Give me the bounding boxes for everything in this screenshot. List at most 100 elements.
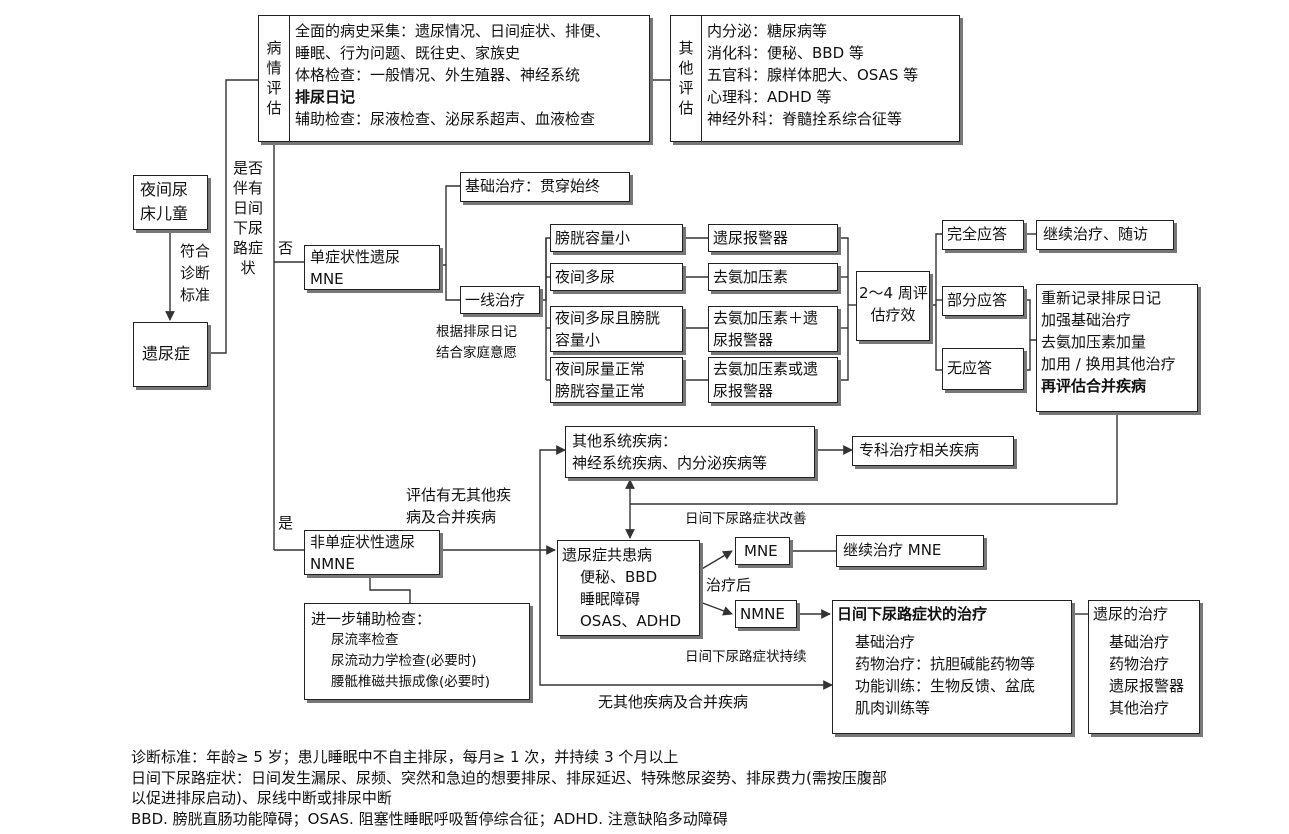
- enuresis-treatment-box: 遗尿的治疗 基础治疗 药物治疗 遗尿报警器 其他治疗: [1088, 600, 1200, 734]
- no-response-box: 无应答: [942, 348, 1024, 390]
- condition-3-text-2: 容量小: [555, 331, 601, 349]
- evaluate-label: 评估有无其他疾 病及合并疾病: [406, 484, 511, 528]
- criteria-label: 符合诊断标准: [179, 242, 210, 304]
- footnote-2: 日间下尿路症状：日间发生漏尿、尿频、突然和急迫的想要排尿、排尿延迟、特殊憋尿姿势…: [131, 768, 887, 787]
- lut-treatment-line-2: 药物治疗：抗胆碱能药物等: [855, 655, 1036, 673]
- other-eval-line-5: 神经外科：脊髓拴系综合征等: [707, 110, 903, 128]
- lut-treatment-line-1: 基础治疗: [855, 633, 916, 651]
- treatment-3-text-2: 尿报警器: [713, 331, 774, 349]
- re-record-box: 重新记录排尿日记 加强基础治疗 去氨加压素加量 加用 / 换用其他治疗 再评估合…: [1036, 284, 1198, 412]
- other-eval-box: 其他评估 内分泌：糖尿病等 消化科：便秘、BBD 等 五官科：腺样体肥大、OSA…: [670, 15, 960, 142]
- footnote-3: 以促进排尿启动)、尿线中断或排尿中断: [131, 789, 392, 807]
- efficacy-line-1: 2～4 周评: [859, 284, 928, 302]
- other-eval-line-2: 消化科：便秘、BBD 等: [707, 44, 864, 62]
- yes-label: 是: [278, 514, 294, 532]
- other-eval-line-4: 心理科：ADHD 等: [707, 88, 832, 106]
- complete-response-label: 完全应答: [947, 225, 1008, 243]
- other-eval-line-3: 五官科：腺样体肥大、OSAS 等: [707, 66, 919, 84]
- assessment-line-2: 睡眠、行为问题、既往史、家族史: [295, 44, 521, 62]
- no-response-label: 无应答: [947, 359, 993, 377]
- partial-response-box: 部分应答: [942, 286, 1024, 316]
- start-line-1: 夜间尿: [140, 180, 189, 199]
- other-systems-box: 其他系统疾病： 神经系统疾病、内分泌疾病等: [565, 426, 815, 478]
- comorbid-line-2: 睡眠障碍: [580, 590, 641, 608]
- start-box: 夜间尿 床儿童: [133, 175, 208, 230]
- other-systems-line-2: 神经系统疾病、内分泌疾病等: [572, 454, 768, 472]
- enuresis-treatment-line-1: 基础治疗: [1109, 633, 1170, 651]
- enuresis-treatment-line-2: 药物治疗: [1109, 655, 1170, 673]
- treatment-3-text-1: 去氨加压素＋遗: [713, 309, 819, 327]
- re-record-line-1: 重新记录排尿日记: [1041, 289, 1162, 307]
- footnote-4: BBD. 膀胱直肠功能障碍；OSAS. 阻塞性睡眠呼吸暂停综合征；ADHD. 注…: [131, 809, 728, 828]
- assessment-label: [259, 16, 290, 141]
- nmne-line-1: 非单症状性遗尿: [310, 533, 416, 551]
- enuresis-label: 遗尿症: [142, 344, 191, 363]
- further-exam-line-3: 腰骶椎磁共振成像(必要时): [331, 674, 491, 690]
- mne-short-box: MNE: [735, 537, 790, 565]
- treatment-box-3: 去氨加压素＋遗 尿报警器: [708, 306, 838, 352]
- treatment-4-text-2: 尿报警器: [713, 382, 774, 400]
- comorbid-title: 遗尿症共患病: [562, 546, 653, 564]
- nmne-line-2: NMNE: [310, 555, 355, 573]
- enuresis-treatment-line-3: 遗尿报警器: [1109, 677, 1185, 695]
- first-line-note-1: 根据排尿日记: [436, 324, 517, 340]
- re-record-line-2: 加强基础治疗: [1041, 311, 1132, 329]
- assessment-line-5: 辅助检查：尿液检查、泌尿系超声、血液检查: [295, 110, 596, 128]
- basic-treatment-box: 基础治疗：贯穿始终: [460, 172, 630, 202]
- specialty-treatment-box: 专科治疗相关疾病: [852, 436, 1014, 466]
- continue-mne-label: 继续治疗 MNE: [843, 541, 942, 559]
- condition-3-text-1: 夜间多尿且膀胱: [555, 309, 661, 327]
- condition-1-text: 膀胱容量小: [555, 229, 631, 247]
- evaluate-label-1: 评估有无其他疾: [406, 486, 512, 504]
- enuresis-treatment-title: 遗尿的治疗: [1093, 605, 1169, 623]
- nmne-box: 非单症状性遗尿 NMNE: [304, 530, 440, 575]
- mne-line-2: MNE: [310, 270, 344, 288]
- treatment-box-4: 去氨加压素或遗 尿报警器: [708, 357, 838, 403]
- continue-followup-box: 继续治疗、随访: [1036, 220, 1174, 250]
- other-systems-line-1: 其他系统疾病：: [572, 432, 678, 450]
- footnotes: 诊断标准：年龄≥ 5 岁；患儿睡眠中不自主排尿，每月≥ 1 次，并持续 3 个月…: [131, 747, 887, 829]
- condition-2-text: 夜间多尿: [555, 268, 616, 286]
- lut-treatment-line-4: 肌肉训练等: [855, 699, 931, 717]
- assessment-line-4: 排尿日记: [295, 88, 356, 106]
- mne-box: 单症状性遗尿 MNE: [304, 245, 440, 290]
- treatment-1-text: 遗尿报警器: [713, 229, 789, 247]
- assessment-line-1: 全面的病史采集：遗尿情况、日间症状、排便、: [295, 22, 611, 40]
- lut-treatment-line-3: 功能训练：生物反馈、盆底: [855, 677, 1036, 695]
- mne-line-1: 单症状性遗尿: [310, 248, 401, 266]
- further-exam-line-2: 尿流动力学检查(必要时): [331, 653, 477, 669]
- comorbid-box: 遗尿症共患病 便秘、BBD 睡眠障碍 OSAS、ADHD: [557, 540, 700, 636]
- other-eval-vertical-label: 其他评估: [678, 39, 694, 117]
- comorbid-line-3: OSAS、ADHD: [580, 612, 682, 630]
- enuresis-box: 遗尿症: [133, 322, 208, 387]
- assessment-line-3: 体格检查：一般情况、外生殖器、神经系统: [295, 66, 581, 84]
- condition-4-text-2: 膀胱容量正常: [555, 382, 646, 400]
- complete-response-box: 完全应答: [942, 220, 1024, 250]
- nmne-short-box: NMNE: [735, 600, 797, 628]
- daytime-persist-label: 日间下尿路症状持续: [685, 649, 807, 665]
- treatment-box-2: 去氨加压素: [708, 263, 838, 291]
- condition-4-text-1: 夜间尿量正常: [555, 360, 646, 378]
- after-treatment-label: 治疗后: [706, 576, 752, 594]
- re-record-line-4: 加用 / 换用其他治疗: [1041, 355, 1176, 373]
- mne-short-label: MNE: [744, 542, 778, 560]
- further-exam-title: 进一步辅助检查：: [311, 610, 432, 628]
- enuresis-treatment-line-4: 其他治疗: [1109, 699, 1170, 717]
- first-line-note: 根据排尿日记 结合家庭意愿: [436, 322, 517, 364]
- treatment-2-text: 去氨加压素: [713, 268, 789, 286]
- daytime-improved-label: 日间下尿路症状改善: [685, 511, 807, 527]
- efficacy-line-2: 估疗效: [870, 306, 916, 324]
- footnote-1: 诊断标准：年龄≥ 5 岁；患儿睡眠中不自主排尿，每月≥ 1 次，并持续 3 个月…: [131, 748, 679, 766]
- further-exam-line-1: 尿流率检查: [331, 632, 399, 648]
- first-line-label: 一线治疗: [465, 291, 526, 309]
- no-other-label: 无其他疾病及合并疾病: [598, 693, 749, 711]
- condition-box-4: 夜间尿量正常 膀胱容量正常: [550, 357, 683, 403]
- evaluate-label-2: 病及合并疾病: [406, 508, 497, 526]
- first-line-box: 一线治疗: [460, 286, 540, 314]
- nmne-short-label: NMNE: [740, 605, 785, 623]
- condition-box-3: 夜间多尿且膀胱 容量小: [550, 306, 683, 352]
- treatment-4-text-1: 去氨加压素或遗: [713, 360, 819, 378]
- re-record-line-5: 再评估合并疾病: [1041, 377, 1147, 395]
- lut-treatment-box: 日间下尿路症状的治疗 基础治疗 药物治疗：抗胆碱能药物等 功能训练：生物反馈、盆…: [832, 600, 1072, 734]
